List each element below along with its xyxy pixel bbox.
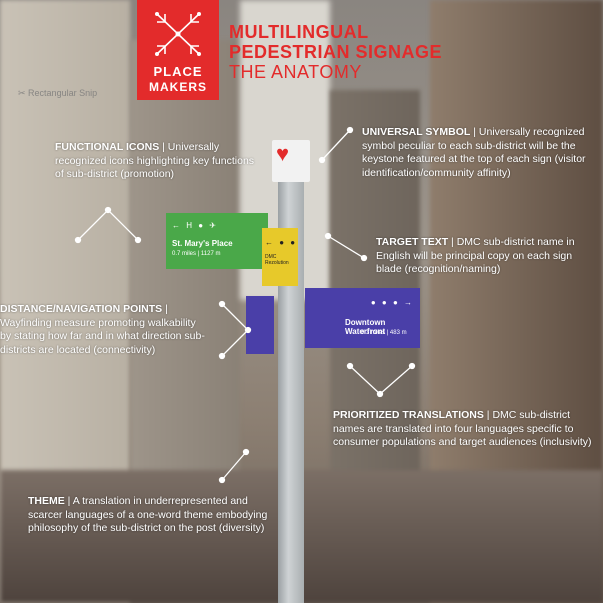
callout-target-heading: TARGET TEXT bbox=[376, 236, 449, 248]
rectangular-snip-watermark: ✂ Rectangular Snip bbox=[18, 88, 98, 98]
logo-text-place: PLACE bbox=[153, 64, 203, 79]
sign-blade-green: ← H ● ✈ St. Mary's Place 0.7 miles | 112… bbox=[166, 213, 268, 269]
callout-functional-text: | Universally recognized icons highlight… bbox=[55, 141, 255, 180]
sign-green-distance: 0.7 miles | 1127 m bbox=[172, 251, 221, 257]
callout-theme-heading: THEME bbox=[28, 495, 65, 507]
sign-blade-blue: ● ● ● → Downtown Waterfront 0.3 miles | … bbox=[305, 288, 420, 348]
sign-blue-distance: 0.3 miles | 483 m bbox=[361, 330, 407, 336]
heart-icon: ♥ bbox=[276, 141, 290, 166]
callout-universal-symbol: UNIVERSAL SYMBOL | Universally recognize… bbox=[362, 126, 587, 180]
title-line1: MULTILINGUAL bbox=[229, 22, 369, 42]
callout-distance-navigation: DISTANCE/NAVIGATION POINTS | Wayfinding … bbox=[0, 303, 205, 357]
title-line2: PEDESTRIAN SIGNAGE bbox=[229, 42, 443, 62]
title-line3: THE ANATOMY bbox=[229, 62, 362, 82]
snip-label: Rectangular Snip bbox=[28, 88, 98, 98]
sign-blade-purple bbox=[246, 296, 274, 354]
sign-blade-yellow: ← ● ● DMC Rezolution bbox=[262, 228, 298, 286]
placemakers-logo: PLACE MAKERS bbox=[137, 0, 219, 100]
callout-functional-icons: FUNCTIONAL ICONS | Universally recognize… bbox=[55, 141, 255, 182]
callout-target-text-body: | DMC sub-district name in English will … bbox=[376, 236, 575, 275]
sign-blue-icons: ● ● ● → bbox=[370, 298, 414, 307]
callout-prioritized-translations: PRIORITIZED TRANSLATIONS | DMC sub-distr… bbox=[333, 409, 601, 450]
page-title: MULTILINGUAL PEDESTRIAN SIGNAGE THE ANAT… bbox=[229, 22, 442, 82]
pole-cap bbox=[272, 140, 310, 182]
logo-text-makers: MAKERS bbox=[148, 80, 207, 94]
sign-green-name: St. Mary's Place bbox=[172, 239, 233, 248]
callout-distance-text: | Wayfinding measure promoting walkabili… bbox=[0, 303, 205, 356]
callout-translations-text: | DMC sub-district names are translated … bbox=[333, 409, 592, 448]
callout-universal-heading: UNIVERSAL SYMBOL bbox=[362, 126, 471, 138]
sign-green-icons: ← H ● ✈ bbox=[172, 221, 218, 230]
logo-mark-icon bbox=[155, 12, 201, 56]
sign-blue-name: Downtown Waterfront bbox=[345, 318, 386, 336]
callout-translations-heading: PRIORITIZED TRANSLATIONS bbox=[333, 409, 484, 421]
sign-yellow-icons: ← ● ● bbox=[265, 238, 298, 247]
sign-yellow-name: DMC Rezolution bbox=[265, 254, 289, 266]
callout-functional-heading: FUNCTIONAL ICONS bbox=[55, 141, 160, 153]
callout-target-text: TARGET TEXT | DMC sub-district name in E… bbox=[376, 236, 598, 277]
callout-theme-text: | A translation in underrepresented and … bbox=[28, 495, 268, 534]
callout-universal-text: | Universally recognized symbol peculiar… bbox=[362, 126, 586, 179]
callout-distance-heading: DISTANCE/NAVIGATION POINTS bbox=[0, 303, 163, 315]
callout-theme: THEME | A translation in underrepresente… bbox=[28, 495, 268, 536]
